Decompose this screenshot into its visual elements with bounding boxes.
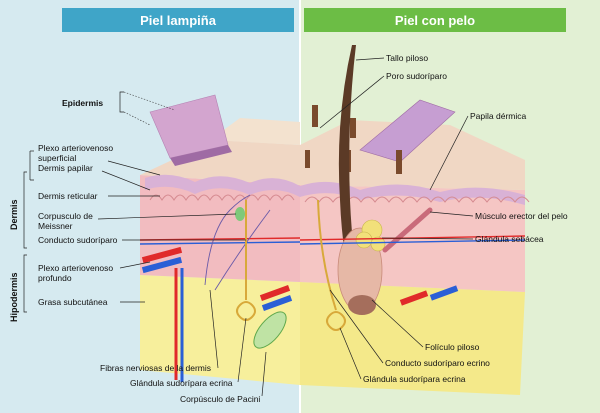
epidermis-layer-right (300, 181, 525, 205)
eccrine-gland-left (236, 200, 256, 321)
label-glandula-sebacea: Glándula sebácea (475, 234, 544, 244)
label-plexo-profundo-1: Plexo arteriovenoso (38, 263, 113, 273)
label-plexo-superficial-1: Plexo arteriovenoso (38, 143, 113, 153)
label-poro-sudoriparo: Poro sudoríparo (386, 71, 447, 81)
hipodermis-bracket (23, 254, 27, 313)
label-foliculo-piloso: Folículo piloso (425, 342, 480, 352)
label-dermis-papilar: Dermis papilar (38, 163, 93, 173)
label-tallo-piloso: Tallo piloso (386, 53, 428, 63)
skin-surface-left (140, 140, 300, 185)
left-header-title: Piel lampiña (140, 13, 217, 28)
label-corpusculo-pacini: Corpúsculo de Pacini (180, 394, 260, 404)
hair-bulb (348, 295, 376, 315)
label-dermis-reticular: Dermis reticular (38, 191, 98, 201)
label-glandula-ecrina-right: Glándula sudorípara ecrina (363, 374, 466, 384)
meissner-corpuscle (235, 207, 245, 221)
label-corpusculo-meissner-1: Corpusculo de (38, 211, 93, 221)
label-hipodermis: Hipodermis (9, 272, 19, 322)
label-epidermis: Epidermis (62, 98, 103, 108)
right-header-title: Piel con pelo (395, 13, 475, 28)
label-fibras-nerviosas: Fibras nerviosas de la dermis (100, 363, 211, 373)
fat-layer-left (140, 275, 300, 385)
skin-surface-right (300, 120, 525, 190)
nerve-fibers (204, 194, 251, 286)
pacini-corpuscle (253, 311, 287, 349)
label-conducto-sudoriparo: Conducto sudoríparo (38, 235, 118, 245)
dermis-bracket (23, 171, 27, 249)
right-header-bar (304, 8, 566, 32)
skin-surface-left-top (210, 118, 300, 145)
label-corpusculo-meissner-2: Meissner (38, 221, 73, 231)
label-plexo-profundo-2: profundo (38, 273, 72, 283)
label-dermis: Dermis (9, 199, 19, 230)
label-papila-dermica: Papila dérmica (470, 111, 526, 121)
label-grasa-subcutanea: Grasa subcutánea (38, 297, 108, 307)
label-musculo-erector: Músculo erector del pelo (475, 211, 568, 221)
dermis-left (140, 175, 300, 282)
epidermis-flap-right (359, 99, 456, 163)
epidermis-layer-left (145, 174, 300, 197)
label-plexo-superficial-2: superficial (38, 153, 76, 163)
left-header-bar (62, 8, 294, 32)
arrector-pili-muscle (382, 207, 433, 253)
label-conducto-ecrino: Conducto sudoríparo ecrino (385, 358, 490, 368)
epidermis-bracket (119, 91, 176, 126)
eccrine-gland-right (317, 199, 346, 331)
dermal-papillae-left (149, 194, 295, 201)
epidermis-flap-left-edge (170, 145, 232, 166)
hair-shaft (338, 45, 360, 290)
label-glandula-ecrina-left: Glándula sudorípara ecrina (130, 378, 233, 388)
